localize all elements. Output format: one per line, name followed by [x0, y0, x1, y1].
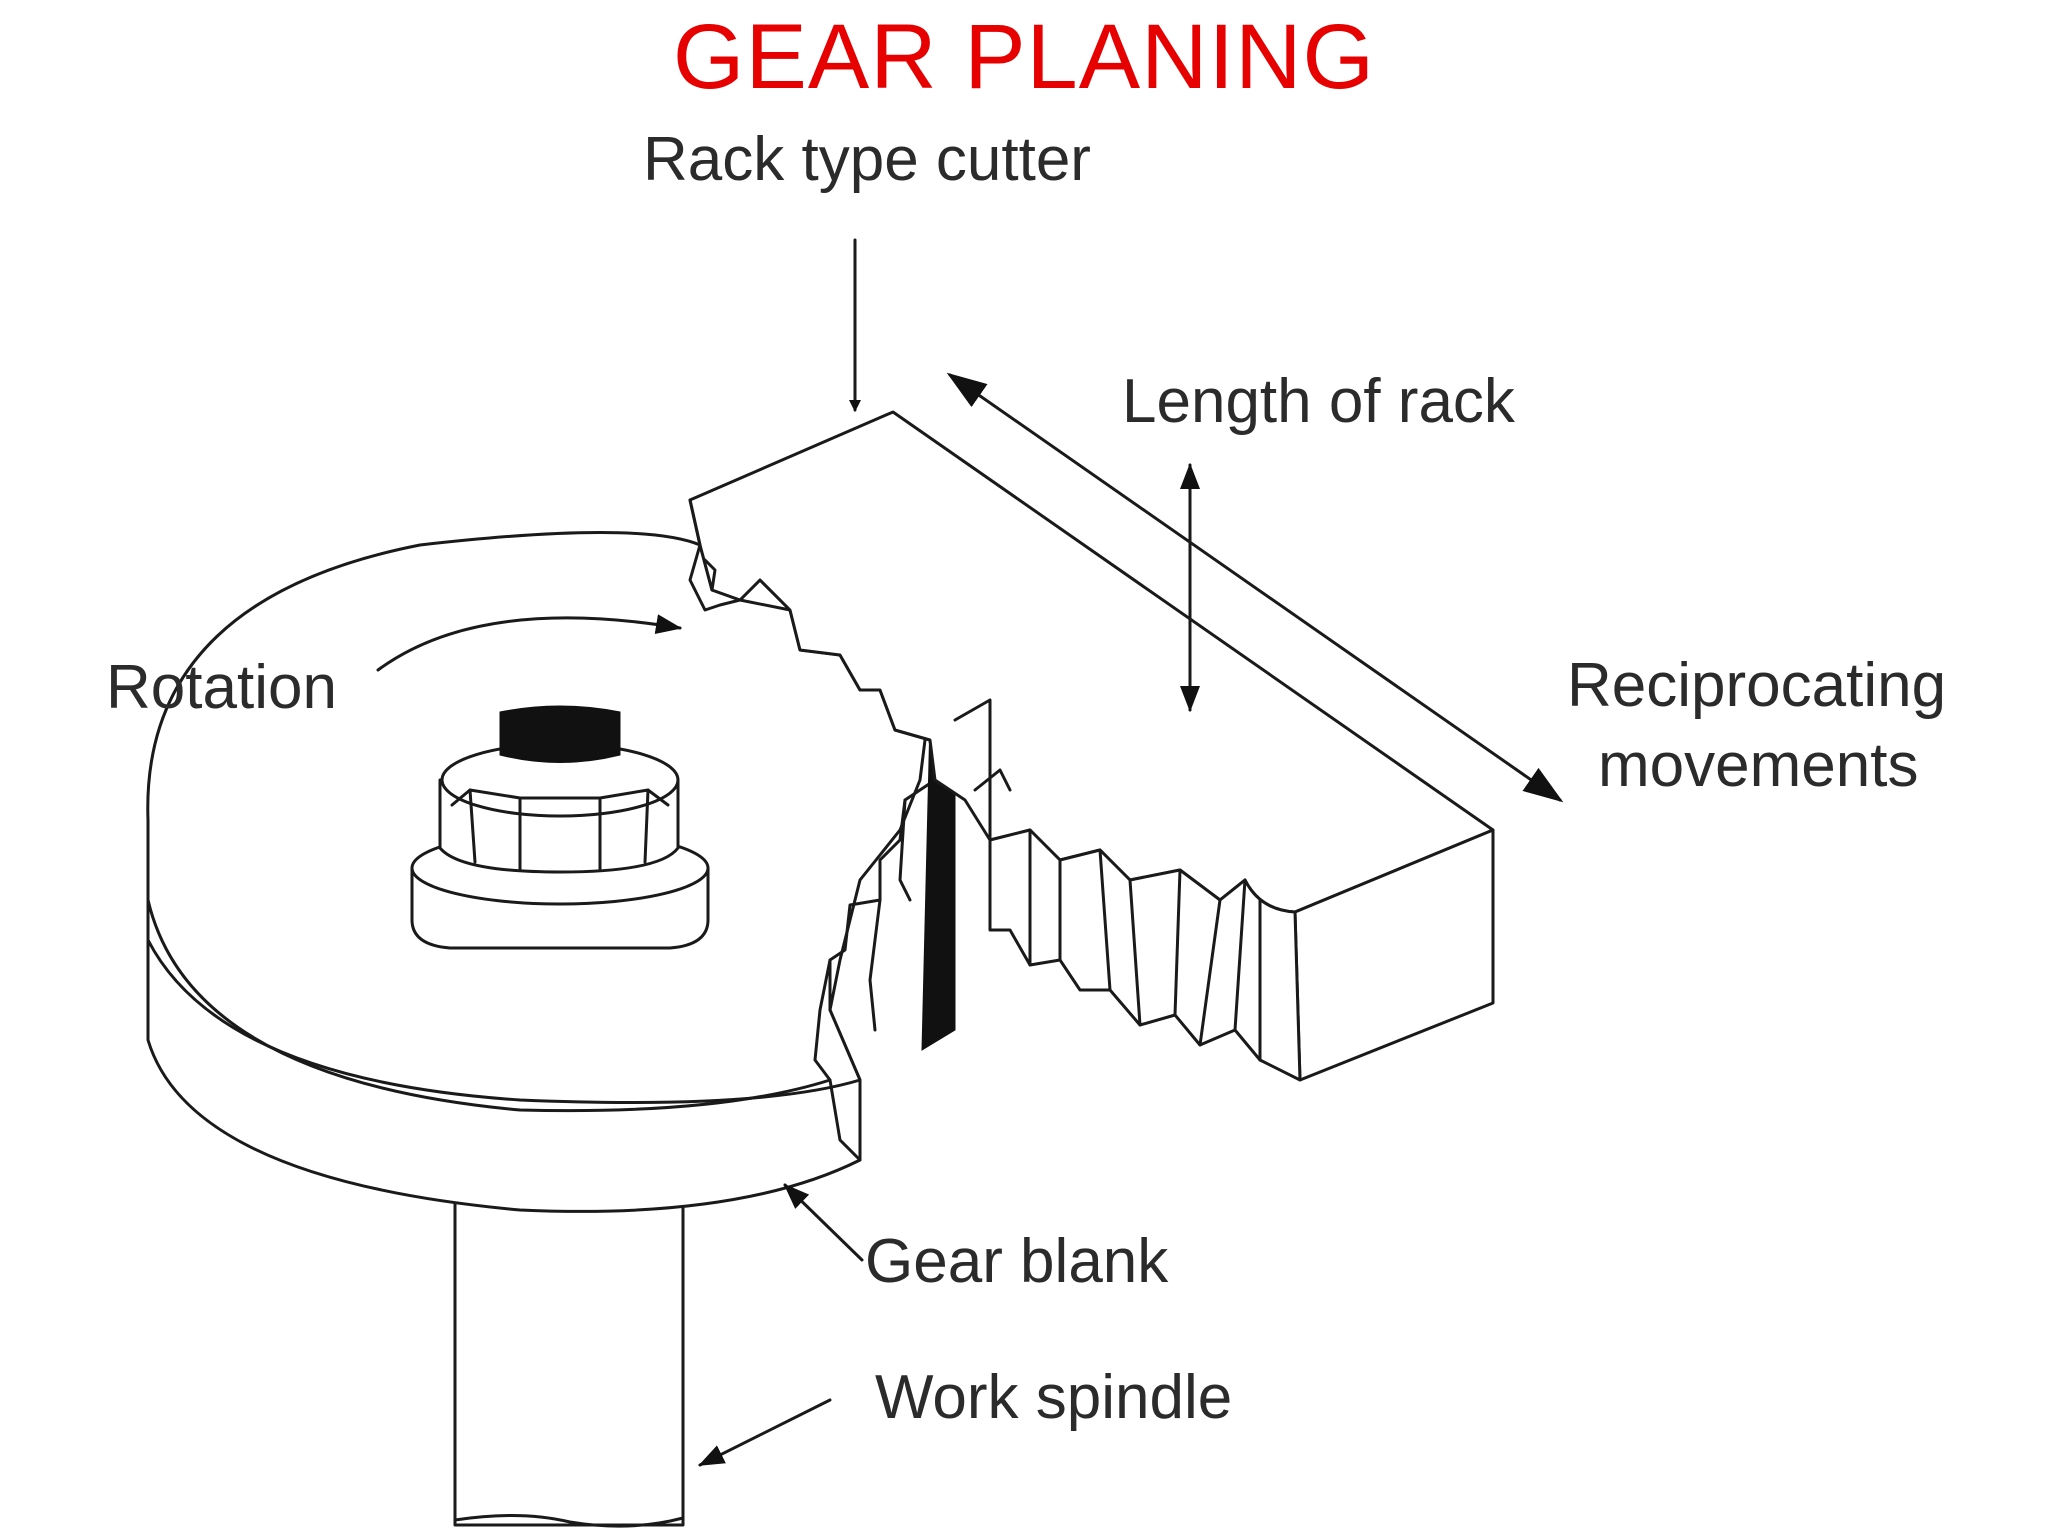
label-movements: movements [1598, 731, 1918, 800]
hex-nut [410, 705, 710, 950]
gear-blank-pointer-arrow [783, 1183, 864, 1262]
label-rotation: Rotation [106, 653, 337, 722]
work-spindle [453, 1195, 685, 1528]
label-reciprocating: Reciprocating [1567, 651, 1946, 720]
reciprocating-arrow [946, 372, 1564, 803]
label-length-of-rack: Length of rack [1122, 367, 1516, 436]
page-title: GEAR PLANING [672, 6, 1376, 108]
label-work-spindle: Work spindle [875, 1363, 1232, 1432]
label-rack-type-cutter: Rack type cutter [643, 125, 1091, 194]
work-spindle-pointer-arrow [698, 1398, 832, 1467]
rotation-arrow [376, 614, 682, 672]
bolt-head [499, 705, 621, 763]
label-gear-blank: Gear blank [865, 1227, 1169, 1296]
